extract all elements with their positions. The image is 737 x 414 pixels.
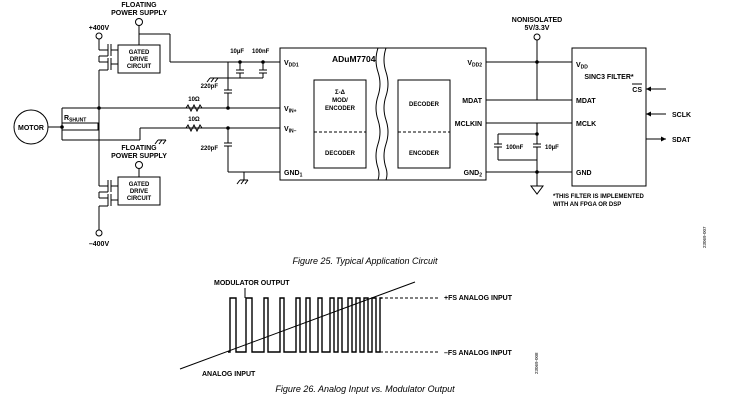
isolation-barrier-right — [383, 47, 389, 181]
cap-10uf-left-label: 10µF — [230, 49, 244, 55]
motor-label: MOTOR — [18, 125, 44, 132]
pin-mdat: MDAT — [462, 98, 482, 105]
mod-encoder-line1: Σ-Δ — [335, 90, 346, 96]
pin-vdd1: VDD1 — [284, 60, 299, 69]
gated-bottom-line1: GATED — [129, 182, 150, 188]
decoder-left-label: DECODER — [325, 151, 356, 157]
floating-supply-top-terminal — [135, 18, 143, 26]
mosfet-top-high — [98, 44, 118, 62]
floating-supply-bottom-line2: POWER SUPPLY — [111, 153, 167, 160]
footnote-line2: WITH AN FPGA OR DSP — [553, 202, 621, 208]
pin-mclkin: MCLKIN — [455, 121, 482, 128]
figure-25: FLOATING POWER SUPPLY +400V GATED DRIVE … — [13, 2, 707, 266]
sinc3-filter-block — [571, 47, 647, 187]
sdat-label: SDAT — [672, 137, 691, 144]
filter-pin-mclk: MCLK — [576, 121, 596, 128]
pin-vinm: VIN– — [284, 126, 297, 135]
cap-220pf-top-label: 220pF — [201, 84, 219, 90]
encoder-right-label: ENCODER — [409, 151, 440, 157]
filter-pin-cs: CS — [632, 87, 642, 94]
cap-10uf-right-label: 10µF — [545, 145, 559, 151]
res-bottom-label: 10Ω — [188, 117, 200, 123]
adum7704-title: ADuM7704 — [332, 54, 376, 64]
gated-bottom-line3: CIRCUIT — [127, 196, 152, 202]
resistor-10ohm-top — [185, 103, 203, 113]
cap-220pf-bottom-label: 220pF — [201, 146, 219, 152]
rshunt-resistor — [61, 122, 99, 131]
rshunt-label: RSHUNT — [64, 115, 86, 124]
sinc3-filter-title: SINC3 FILTER* — [584, 74, 634, 81]
pin-gnd1: GND1 — [284, 170, 303, 179]
isolation-barrier-left — [375, 47, 381, 181]
ground-symbol-top — [206, 77, 219, 83]
mosfet-bottom-high — [98, 180, 118, 198]
adum7704-chip — [279, 47, 487, 181]
ground-symbol-bottom — [236, 179, 249, 185]
ground-symbol-mid — [154, 139, 167, 145]
modulator-pulse-train — [228, 297, 382, 353]
floating-supply-top-line1: FLOATING — [121, 2, 157, 9]
figure-26: MODULATOR OUTPUT +FS ANALOG INPUT –FS AN… — [179, 280, 539, 394]
sclk-arrow — [646, 111, 651, 117]
analog-input-ramp — [179, 281, 416, 370]
decoder-encoder-block — [397, 79, 451, 169]
sclk-label: SCLK — [672, 112, 691, 119]
sdat-arrow — [661, 136, 666, 142]
filter-pin-gnd: GND — [576, 170, 592, 177]
gated-top-line3: CIRCUIT — [127, 64, 152, 70]
pin-vdd2: VDD2 — [467, 60, 482, 69]
gated-top-line2: DRIVE — [130, 57, 148, 63]
mosfet-bottom-low — [98, 194, 118, 230]
cs-arrow — [646, 86, 651, 92]
floating-supply-top-line2: POWER SUPPLY — [111, 10, 167, 17]
nonisolated-line1: NONISOLATED — [512, 17, 562, 24]
cap-100nf-right-label: 100nF — [506, 145, 524, 151]
mod-encoder-line3: ENCODER — [325, 106, 356, 112]
analog-input-label: ANALOG INPUT — [202, 371, 256, 378]
pin-vinp: VIN+ — [284, 106, 297, 115]
footnote-line1: *THIS FILTER IS IMPLEMENTED — [553, 194, 645, 200]
nonisolated-line2: 5V/3.3V — [525, 25, 550, 32]
minus-400v-label: –400V — [89, 241, 110, 248]
fig26-side-code: 23069-008 — [534, 352, 539, 374]
fig25-caption: Figure 25. Typical Application Circuit — [292, 256, 438, 266]
gated-drive-circuit-top — [117, 44, 161, 74]
minus-400v-terminal — [95, 229, 103, 237]
cap-100nf-left-label: 100nF — [252, 49, 270, 55]
fs-minus-label: –FS ANALOG INPUT — [444, 350, 513, 357]
mod-encoder-line2: MOD/ — [332, 98, 348, 104]
resistor-10ohm-bottom — [185, 123, 203, 133]
decoder-right-label: DECODER — [409, 102, 440, 108]
fs-plus-label: +FS ANALOG INPUT — [444, 295, 513, 302]
filter-pin-mdat: MDAT — [576, 98, 596, 105]
gated-bottom-line2: DRIVE — [130, 189, 148, 195]
floating-supply-bottom-terminal — [135, 161, 143, 169]
fig25-side-code: 23069-007 — [702, 226, 707, 248]
gated-top-line1: GATED — [129, 50, 150, 56]
fig26-caption: Figure 26. Analog Input vs. Modulator Ou… — [275, 384, 455, 394]
ground-triangle — [530, 185, 544, 195]
filter-pin-vdd: VDD — [576, 62, 588, 71]
mosfet-top-low — [98, 58, 118, 78]
modulator-output-label: MODULATOR OUTPUT — [214, 280, 290, 287]
res-top-label: 10Ω — [188, 97, 200, 103]
plus-400v-terminal — [95, 32, 103, 40]
modulator-block — [313, 79, 367, 169]
plus-400v-label: +400V — [89, 25, 110, 32]
floating-supply-bottom-line1: FLOATING — [121, 145, 157, 152]
pin-gnd2: GND2 — [464, 170, 483, 179]
nonisolated-terminal — [533, 33, 541, 41]
